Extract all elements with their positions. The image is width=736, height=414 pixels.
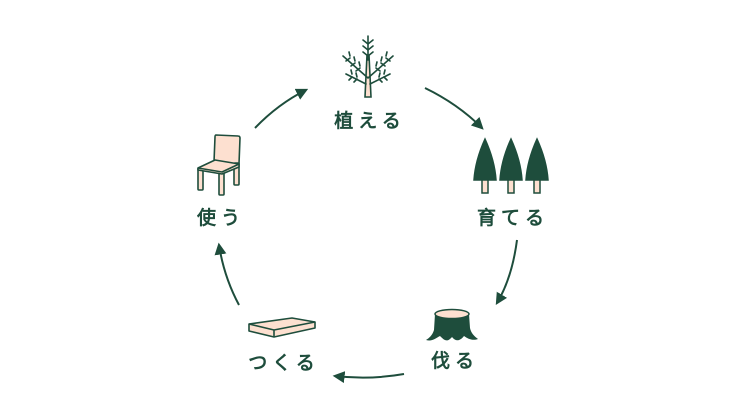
lumber-icon [248,317,316,338]
sapling-icon [342,35,394,98]
step-label-plant: 植える [334,110,406,132]
step-label-make: つくる [248,352,320,374]
step-label-use: 使う [196,207,246,229]
step-label-grow: 育てる [476,207,550,229]
step-label-cut: 伐る [430,350,480,372]
arrow-plant-to-grow [424,87,484,130]
trees-icon [473,137,549,194]
chair-icon [197,134,241,196]
stump-icon [426,308,478,341]
arrow-use-to-plant [254,88,309,129]
arrow-make-to-use [214,242,240,306]
arrow-grow-to-cut [495,239,518,306]
arrow-cut-to-make [332,371,405,384]
